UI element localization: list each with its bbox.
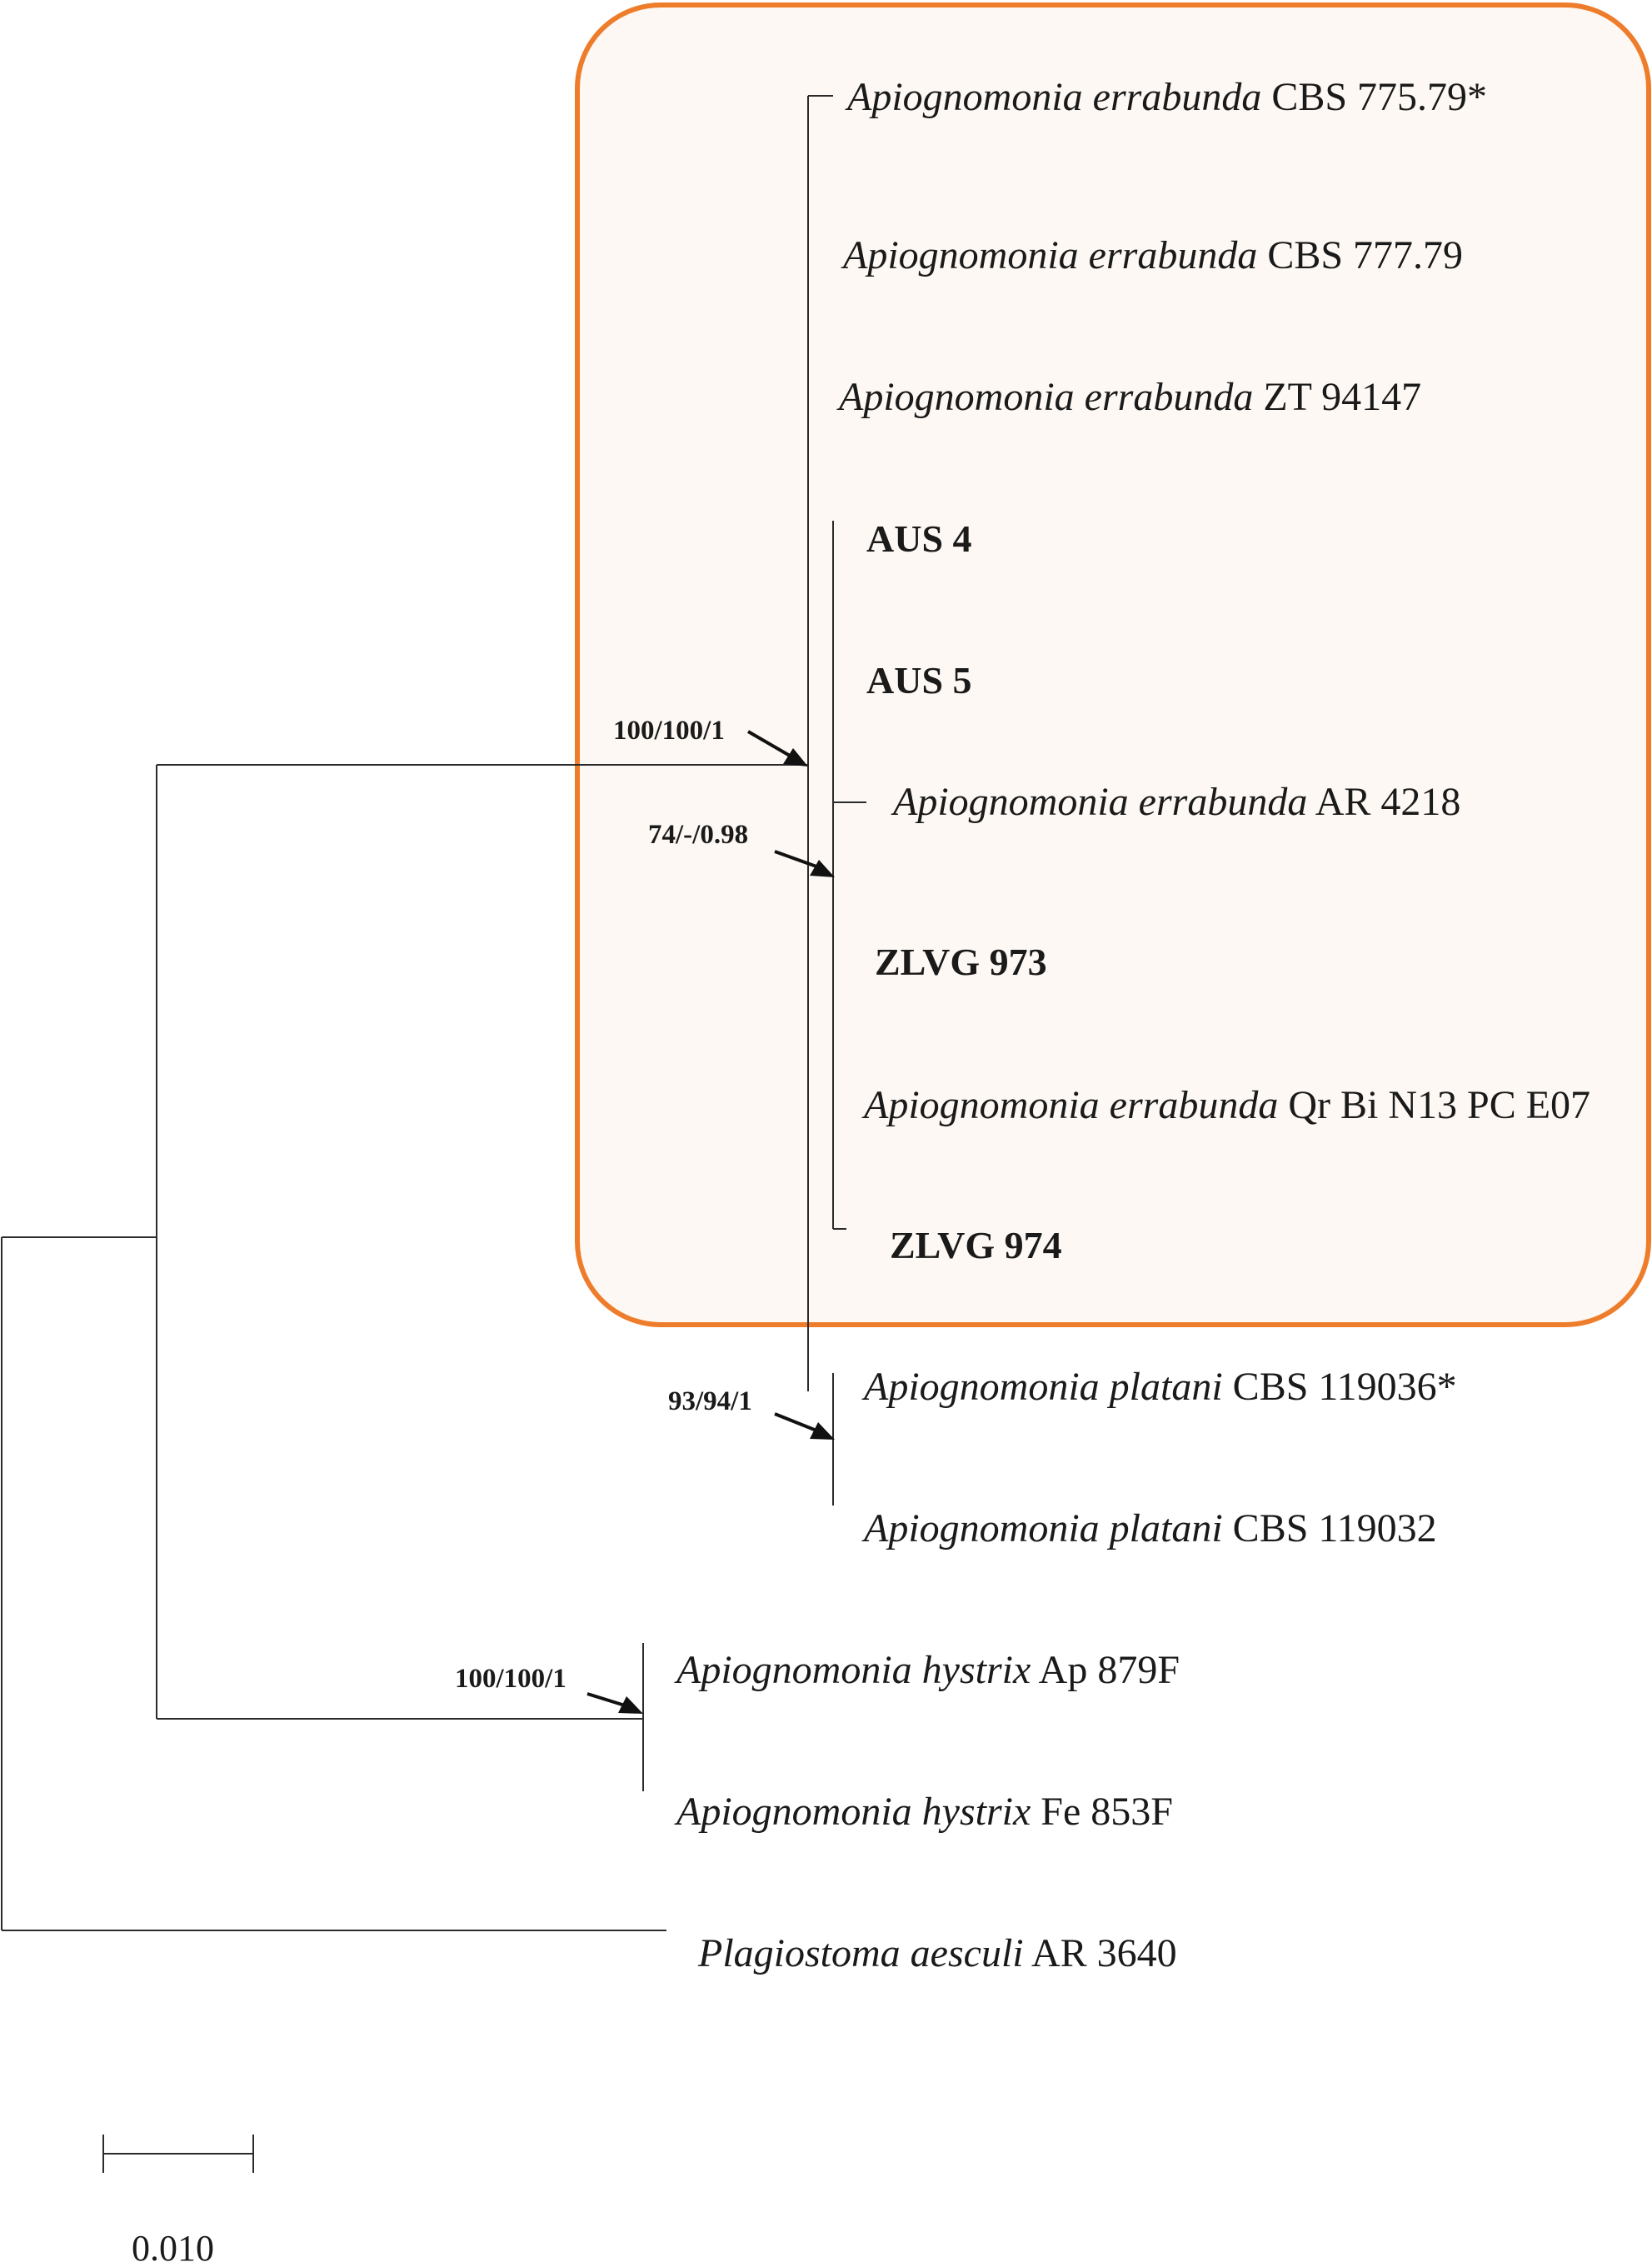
taxon-label: Apiognomonia platani CBS 119036* bbox=[861, 1365, 1457, 1409]
taxon-label: Apiognomonia errabunda CBS 777.79 bbox=[841, 233, 1463, 277]
taxon-label-bold: ZLVG 973 bbox=[875, 941, 1047, 983]
support-value-label: 74/-/0.98 bbox=[648, 820, 748, 850]
taxon-label: Apiognomonia errabunda Qr Bi N13 PC E07 bbox=[861, 1083, 1590, 1127]
support-arrow bbox=[774, 1412, 817, 1432]
scale-bar-label: 0.010 bbox=[132, 2228, 214, 2267]
taxon-label: Apiognomonia errabunda AR 4218 bbox=[891, 780, 1460, 824]
taxon-label-bold: AUS 4 bbox=[866, 517, 972, 560]
arrowhead-icon bbox=[810, 860, 835, 877]
tree-branches bbox=[1, 95, 866, 1931]
support-value-label: 93/94/1 bbox=[668, 1386, 752, 1416]
support-arrow bbox=[746, 730, 791, 757]
taxon-label-bold: ZLVG 974 bbox=[890, 1224, 1062, 1266]
arrowhead-icon bbox=[618, 1696, 643, 1714]
arrowhead-icon bbox=[783, 748, 808, 766]
taxon-label: Apiognomonia errabunda CBS 775.79* bbox=[845, 75, 1487, 119]
support-value-label: 100/100/1 bbox=[613, 716, 725, 746]
taxon-labels: Apiognomonia errabunda CBS 775.79* Apiog… bbox=[674, 75, 1590, 1975]
support-value-label: 100/100/1 bbox=[455, 1664, 566, 1694]
support-arrow bbox=[774, 850, 817, 868]
taxon-label: Plagiostoma aesculi AR 3640 bbox=[697, 1931, 1177, 1975]
highlighted-clade-box bbox=[575, 2, 1651, 1327]
taxon-label-bold: AUS 5 bbox=[866, 659, 972, 702]
taxon-label: Apiognomonia hystrix Ap 879F bbox=[674, 1648, 1180, 1692]
taxon-label: Apiognomonia hystrix Fe 853F bbox=[674, 1790, 1173, 1834]
scale-bar: 0.010 bbox=[102, 2135, 254, 2267]
taxon-label: Apiognomonia errabunda ZT 94147 bbox=[836, 375, 1421, 419]
support-arrow bbox=[586, 1692, 626, 1707]
taxon-label: Apiognomonia platani CBS 119032 bbox=[861, 1506, 1437, 1550]
support-values: 100/100/1 74/-/0.98 93/94/1 100/100/1 bbox=[455, 716, 835, 1714]
arrowhead-icon bbox=[810, 1422, 835, 1440]
